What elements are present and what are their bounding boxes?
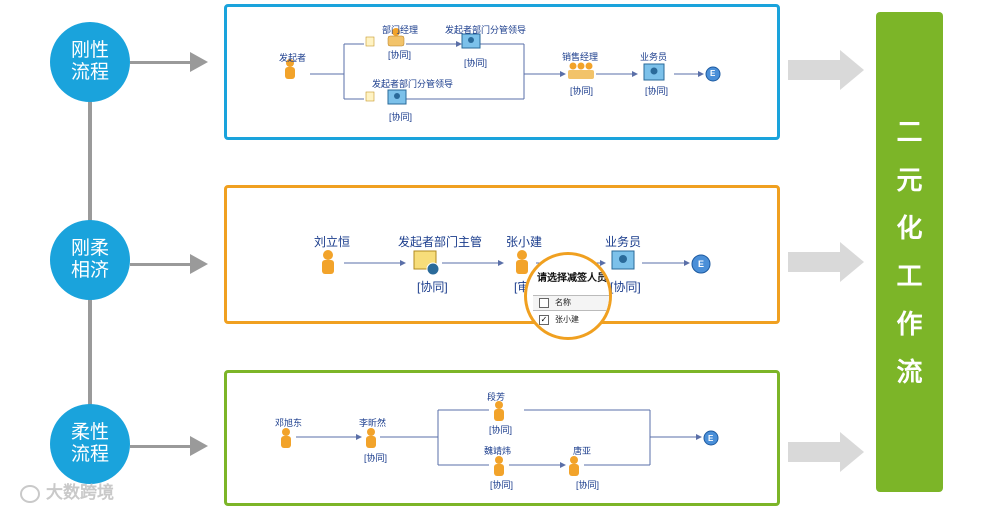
flexible-flow-lines xyxy=(281,401,719,476)
flexible-n4-label: 魏靖炜 xyxy=(484,446,512,456)
flexible-end-icon xyxy=(703,430,719,446)
popup-row-checkbox-checked-icon[interactable]: ✓ xyxy=(539,315,549,325)
popup-header-row: 名称 xyxy=(533,295,609,311)
result-char-4: 工 xyxy=(896,261,923,291)
mixed-process-badge: 刚柔相济 xyxy=(50,220,130,300)
rigid-leader-top-tag: [协同] xyxy=(464,58,488,68)
watermark-text: 大数跨境 xyxy=(46,483,114,502)
flexible-flow-panel xyxy=(224,370,780,506)
rigid-leader-bottom-tag: [协同] xyxy=(389,112,413,122)
rigid-leader-bottom-label: 发起者部门分管领导 xyxy=(372,79,454,89)
rigid-initiator-icon xyxy=(285,59,295,79)
result-char-3: 化 xyxy=(896,213,923,243)
rigid-process-badge: 刚性流程 xyxy=(50,22,130,102)
popup-header-checkbox[interactable] xyxy=(539,298,549,308)
result-char-5: 作 xyxy=(896,309,923,339)
flexible-n2-icon xyxy=(366,428,376,448)
watermark-logo-icon xyxy=(20,484,40,503)
popup-column-name: 名称 xyxy=(555,298,571,307)
flexible-n3-icon xyxy=(494,401,504,421)
mixed-clerk-tag: [协同] xyxy=(610,280,641,294)
flexible-process-badge: 柔性流程 xyxy=(50,404,130,484)
remove-signer-popup: 请选择减签人员 名称 ✓ 张小建 xyxy=(524,252,612,340)
mixed-flow-panel xyxy=(224,185,780,324)
rigid-doc-icon-1 xyxy=(365,36,375,47)
rigid-initiator-label: 发起者 xyxy=(279,53,307,63)
mixed-arrow-line xyxy=(130,263,190,266)
flexible-n4-icon xyxy=(494,456,504,476)
rigid-sales-manager-tag: [协同] xyxy=(570,86,594,96)
rigid-end-label: E xyxy=(710,69,716,78)
rigid-arrow-head xyxy=(190,52,208,72)
flexible-n4-tag: [协同] xyxy=(490,480,514,490)
rigid-doc-icon-2 xyxy=(365,91,375,102)
flexible-n3-tag: [协同] xyxy=(489,425,513,435)
mixed-initiator-label: 刘立恒 xyxy=(314,235,351,249)
result-arrows xyxy=(788,50,864,472)
flexible-n1-icon xyxy=(281,428,291,448)
flexible-n5-tag: [协同] xyxy=(576,480,600,490)
mixed-process-label: 刚柔相济 xyxy=(70,238,109,281)
flexible-n3-label: 段芳 xyxy=(487,392,506,402)
result-char-1: 二 xyxy=(896,117,923,147)
flexible-end-label: E xyxy=(708,434,714,443)
rigid-clerk-tag: [协同] xyxy=(645,86,669,96)
flexible-n2-tag: [协同] xyxy=(364,453,388,463)
watermark: 大数跨境 xyxy=(20,478,114,503)
rigid-clerk-icon xyxy=(643,63,665,81)
mixed-arrow-head xyxy=(190,254,208,274)
result-char-6: 流 xyxy=(896,357,923,387)
flexible-n1-label: 邓旭东 xyxy=(275,418,303,428)
flexible-process-label: 柔性流程 xyxy=(70,422,109,465)
flexible-arrow-head xyxy=(190,436,208,456)
rigid-sales-manager-icon xyxy=(568,62,594,79)
flexible-n5-label: 唐亚 xyxy=(573,446,592,456)
mixed-end-label: E xyxy=(698,259,705,269)
mixed-zhang-icon xyxy=(516,250,528,274)
mixed-dept-head-icon xyxy=(413,250,440,276)
flexible-arrow-line xyxy=(130,445,190,448)
rigid-dept-manager-tag: [协同] xyxy=(388,50,412,60)
rigid-end-icon xyxy=(705,66,721,82)
rigid-dept-manager-label: 部门经理 xyxy=(382,25,419,35)
rigid-sales-manager-label: 销售经理 xyxy=(562,52,599,62)
rigid-leader-top-icon xyxy=(461,33,481,49)
popup-row-name: 张小建 xyxy=(555,315,579,324)
rigid-dept-manager-icon xyxy=(387,28,405,47)
result-char-2: 元 xyxy=(896,165,923,195)
rigid-flow-lines xyxy=(285,28,721,105)
rigid-leader-bottom-icon xyxy=(387,89,407,105)
flexible-n5-icon xyxy=(569,456,579,476)
mixed-zhang-label: 张小建 xyxy=(506,235,543,249)
mixed-clerk-label: 业务员 xyxy=(605,235,642,249)
mixed-flow-lines xyxy=(322,250,711,276)
rigid-flow-panel xyxy=(224,4,780,140)
rigid-process-label: 刚性流程 xyxy=(70,40,109,83)
rigid-arrow-line xyxy=(130,61,190,64)
popup-row[interactable]: ✓ 张小建 xyxy=(533,313,609,327)
popup-title: 请选择减签人员 xyxy=(537,273,607,284)
flexible-n2-label: 李昕然 xyxy=(359,418,387,428)
mixed-dept-head-label: 发起者部门主管 xyxy=(398,235,483,249)
rigid-clerk-label: 业务员 xyxy=(640,52,668,62)
rigid-leader-top-label: 发起者部门分管领导 xyxy=(445,25,527,35)
dual-workflow-result: 二 元 化 工 作 流 xyxy=(876,12,943,492)
mixed-dept-head-tag: [协同] xyxy=(417,280,448,294)
mixed-initiator-icon xyxy=(322,250,334,274)
mixed-clerk-icon xyxy=(611,250,635,270)
mixed-end-icon xyxy=(691,254,711,274)
